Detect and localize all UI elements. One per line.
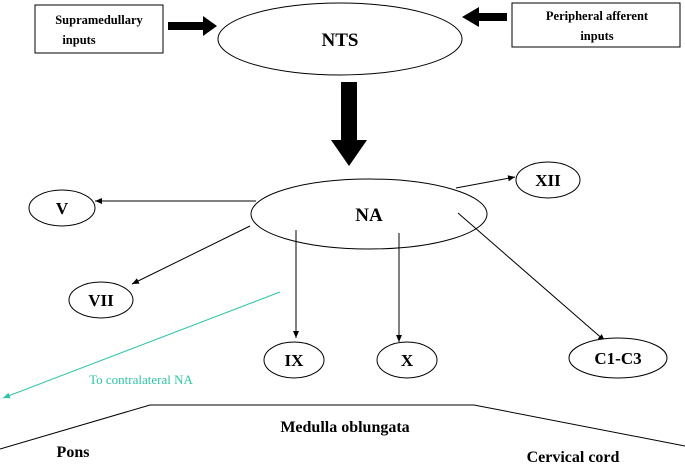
supramedullary-inputs-box: Supramedullary inputs: [34, 4, 164, 54]
right-input-arrow: [462, 7, 507, 27]
na-label: NA: [355, 205, 383, 226]
nts-label: NTS: [322, 30, 359, 51]
na-nucleus: NA: [250, 178, 488, 250]
target-xii-label: XII: [535, 171, 561, 190]
arrow-to-xii: [455, 175, 516, 189]
arrow-to-c1c3: [457, 212, 606, 342]
peripheral-label-line1: Peripheral afferent: [546, 9, 649, 23]
medulla-label: Medulla oblungata: [280, 419, 409, 436]
pons-label: Pons: [57, 444, 90, 461]
target-v-label: V: [56, 199, 69, 218]
target-xii: XII: [515, 161, 581, 199]
cervical-cord-label: Cervical cord: [527, 449, 620, 464]
contralateral-label: To contralateral NA: [89, 372, 193, 387]
supramedullary-label-line2: inputs: [62, 33, 95, 47]
arrow-to-contralateral-na: [2, 291, 281, 399]
nts-to-na-arrow: [331, 82, 367, 166]
target-v: V: [28, 189, 96, 227]
peripheral-label-line2: inputs: [580, 29, 613, 43]
brainstem-outline: [0, 404, 685, 450]
peripheral-afferent-inputs-box: Peripheral afferent inputs: [511, 2, 681, 48]
target-x-label: X: [401, 351, 414, 370]
target-vii: VII: [68, 281, 134, 319]
target-x: X: [376, 341, 438, 379]
target-ix: IX: [263, 341, 325, 379]
nts-nucleus: NTS: [217, 2, 463, 76]
target-ix-label: IX: [285, 351, 305, 370]
arrow-to-vii: [131, 225, 251, 285]
target-c1c3-label: C1-C3: [594, 349, 641, 368]
target-vii-label: VII: [88, 291, 114, 310]
left-input-arrow: [168, 16, 217, 36]
supramedullary-label-line1: Supramedullary: [55, 13, 143, 27]
target-c1c3: C1-C3: [568, 337, 668, 379]
